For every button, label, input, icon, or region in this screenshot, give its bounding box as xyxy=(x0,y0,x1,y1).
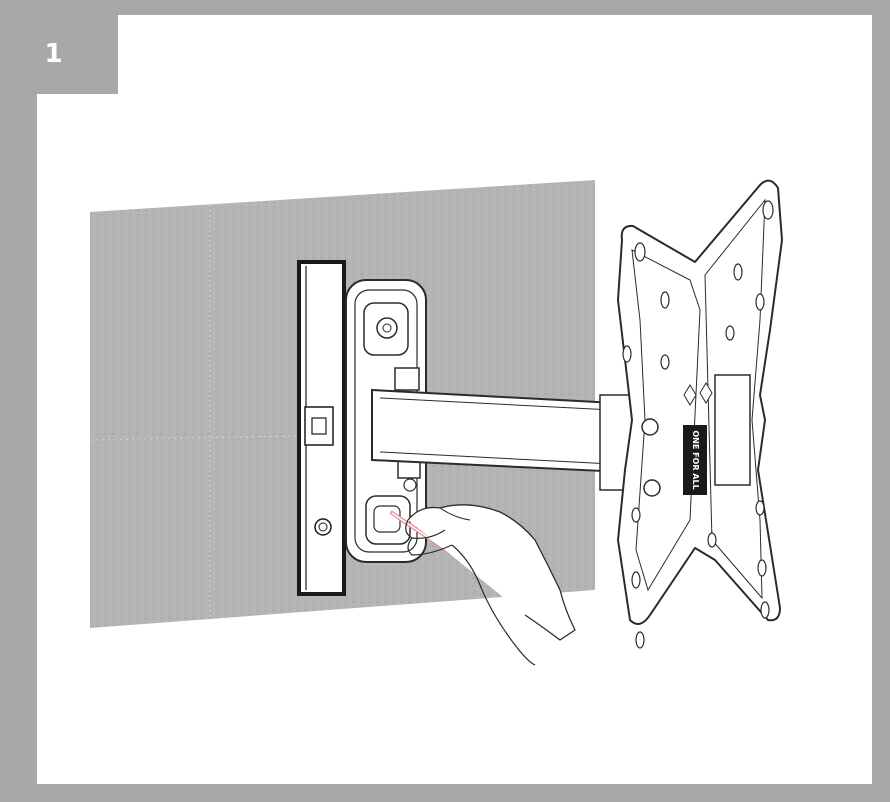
vesa-bracket-icon: ONE FOR ALL xyxy=(617,179,783,649)
brand-logo-text: ONE FOR ALL xyxy=(691,430,700,489)
spirit-level-icon xyxy=(297,260,346,596)
hand-marking-icon xyxy=(390,504,576,666)
step-number-badge: 1 xyxy=(19,15,118,94)
